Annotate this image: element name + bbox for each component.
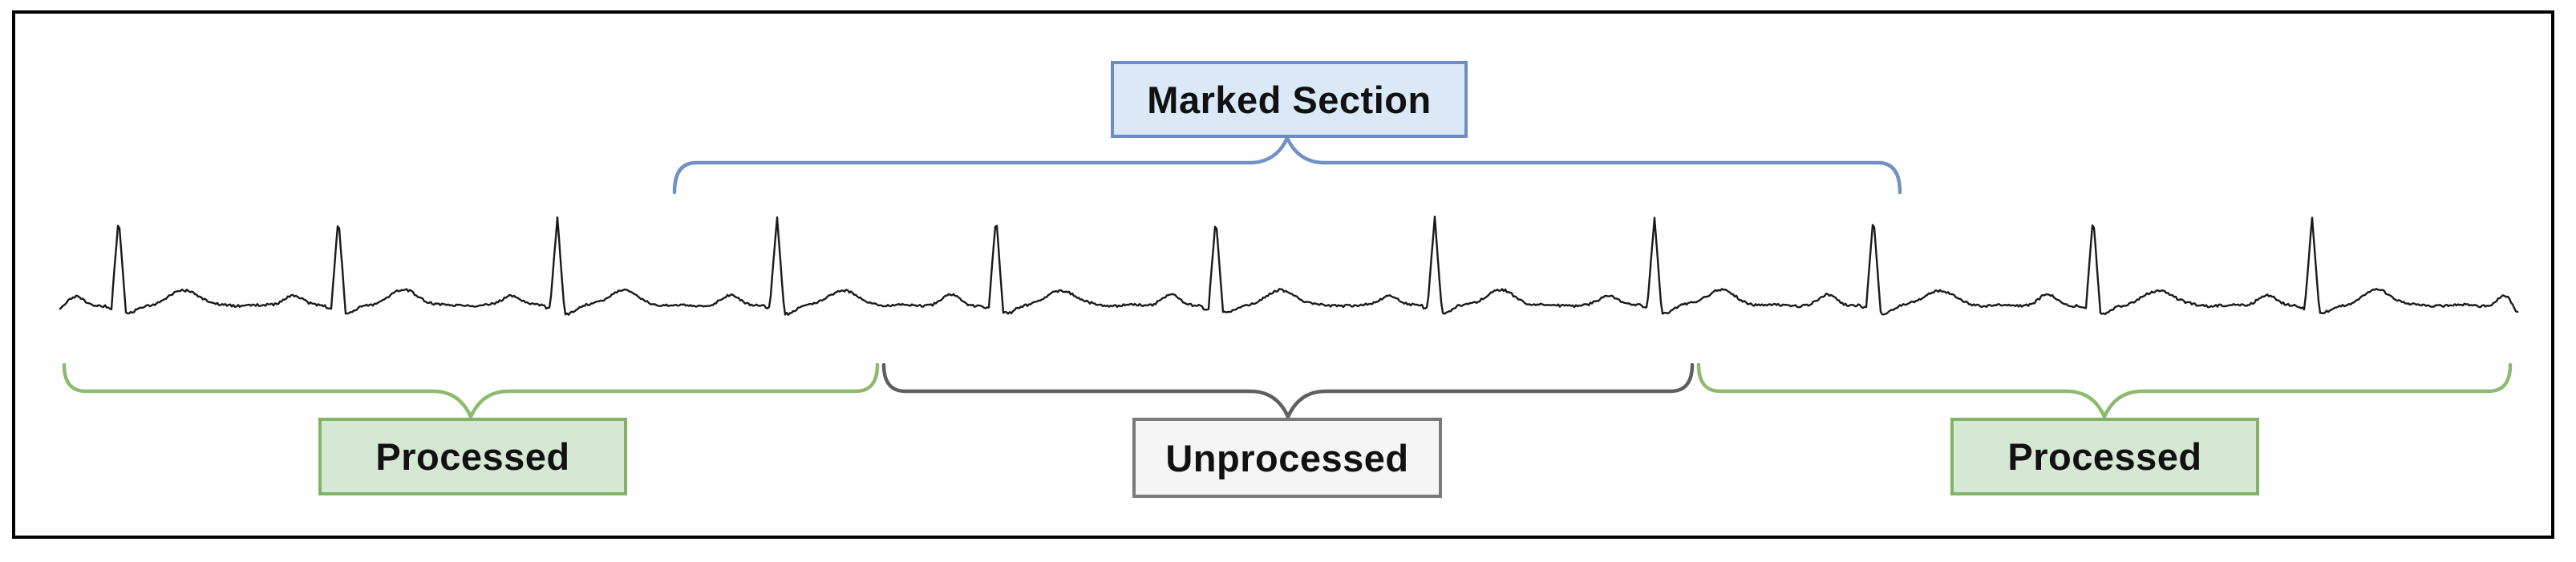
unprocessed-label-text: Unprocessed	[1165, 436, 1409, 479]
marked-section-label: Marked Section	[1111, 61, 1468, 138]
processed-right-brace	[1696, 362, 2513, 422]
processed-left-label: Processed	[318, 418, 627, 495]
marked-section-label-text: Marked Section	[1147, 78, 1432, 121]
ecg-waveform	[59, 215, 2519, 316]
processed-left-brace	[62, 362, 880, 422]
processed-right-label-text: Processed	[2007, 435, 2202, 478]
processed-left-label-text: Processed	[375, 435, 570, 478]
unprocessed-label: Unprocessed	[1132, 418, 1442, 498]
processed-right-label: Processed	[1950, 418, 2259, 495]
unprocessed-brace	[881, 362, 1695, 422]
marked-section-brace	[672, 133, 1902, 195]
figure-border	[12, 10, 2554, 539]
